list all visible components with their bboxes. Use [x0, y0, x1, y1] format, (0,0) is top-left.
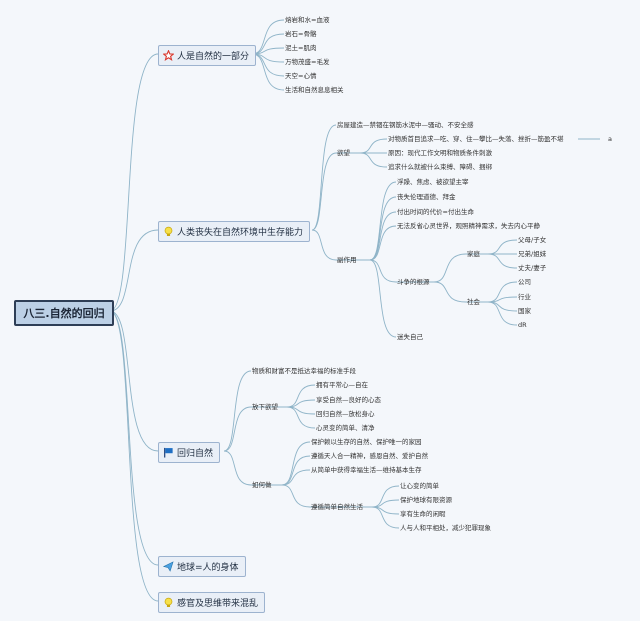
branch-return-to-nature[interactable]: 回归自然	[158, 442, 221, 463]
paper-plane-icon	[162, 561, 174, 572]
leaf-item[interactable]: 无法反省心灵世界，观照精神需求，失去内心平静	[397, 222, 540, 230]
connector-line	[109, 310, 159, 452]
connector-line	[223, 370, 252, 452]
connector-line	[371, 485, 400, 508]
leaf-item[interactable]: 万物茂盛=毛发	[285, 58, 330, 66]
lightbulb-icon	[163, 226, 174, 237]
leaf-item[interactable]: 熔岩和水=血液	[285, 16, 330, 24]
leaf-item[interactable]: 浮躁、焦虑、被欲望主宰	[397, 178, 469, 186]
subtopic-family[interactable]: 家庭	[467, 250, 480, 258]
leaf-item[interactable]: 丧失伦理道德、拜金	[397, 193, 456, 201]
subtopic-conflict[interactable]: 斗争的根源	[397, 278, 430, 286]
leaf-item[interactable]: 保护地球有限资源	[400, 496, 452, 504]
leaf-item[interactable]: 享受自然—良好的心态	[316, 396, 381, 404]
connector-line	[311, 229, 337, 261]
connector-line	[251, 53, 285, 77]
branch-earth-body[interactable]: 地球=人的身体	[158, 556, 246, 577]
leaf-item[interactable]: 人与人和平相处，减少犯罪现象	[400, 524, 491, 532]
connector-line	[109, 310, 159, 602]
connector-line	[369, 259, 397, 283]
connector-line	[281, 469, 311, 486]
leaf-item[interactable]: 公司	[518, 278, 531, 286]
connector-line	[223, 406, 252, 452]
leaf-item[interactable]: 对物质首目追求—吃、穿、住—攀比—失落、挫折—筋盈不堪	[388, 135, 564, 143]
connector-line	[109, 53, 159, 312]
connector-line	[433, 253, 467, 283]
leaf-item[interactable]: 丈夫/妻子	[518, 264, 547, 272]
leaf-item[interactable]: 物质和财富不是抵达幸福的标准手段	[252, 367, 356, 375]
leaf-item[interactable]: 追求什么就被什么束缚、障碍、捆绑	[388, 163, 492, 171]
flag-icon	[163, 447, 174, 458]
connector-line	[487, 281, 518, 303]
connector-line	[487, 301, 518, 312]
lightbulb-icon	[163, 597, 174, 608]
connector-line	[251, 19, 285, 55]
leaf-item[interactable]: 从简单中获得幸福生活—维持基本生存	[311, 466, 422, 474]
connector-line	[359, 138, 388, 154]
connector-line	[251, 33, 285, 55]
connector-line	[281, 455, 311, 486]
connector-line	[369, 196, 397, 261]
branch-human-part-of-nature[interactable]: 人是自然的一部分	[158, 45, 257, 66]
subtopic-let-go[interactable]: 放下欲望	[252, 403, 278, 411]
leaf-item[interactable]: 兄弟/姐妹	[518, 250, 547, 258]
branch-label: 回归自然	[177, 449, 214, 459]
branch-senses-confusion[interactable]: 感官及思维带来混乱	[158, 592, 266, 613]
subtopic-society[interactable]: 社会	[467, 298, 480, 306]
connector-line	[487, 301, 518, 326]
leaf-item[interactable]: 行业	[518, 293, 531, 301]
leaf-item[interactable]: 遵循天人合一精神，感恩自然、爱护自然	[311, 452, 428, 460]
leaf-item[interactable]: 付出时间的代价=付出生命	[397, 208, 474, 216]
connector-line	[369, 225, 397, 261]
connector-line	[251, 53, 285, 91]
leaf-item[interactable]: 享有生命的闲暇	[400, 510, 446, 518]
connector-line	[369, 181, 397, 261]
root-node[interactable]: 八三.自然的回归	[14, 300, 114, 326]
connector-line	[286, 384, 316, 408]
connector-line	[286, 406, 316, 429]
subtopic-simple-life[interactable]: 遵循简单自然生活	[311, 503, 363, 511]
leaf-item[interactable]: 心灵变的简单、清净	[316, 424, 375, 432]
subtopic-how[interactable]: 如何做	[252, 481, 272, 489]
leaf-item[interactable]: dR	[518, 321, 527, 329]
connector-line	[281, 484, 311, 508]
leaf-item[interactable]: 生活和自然息息相关	[285, 86, 344, 94]
leaf-item[interactable]: a	[608, 135, 612, 143]
leaf-item[interactable]: 迷失自己	[397, 333, 423, 341]
connector-line	[359, 152, 388, 168]
branch-label: 地球=人的身体	[177, 563, 239, 573]
leaf-item[interactable]: 房屋建造—禁锢在钢筋水泥中—骚动、不安全感	[337, 121, 474, 129]
connector-line	[433, 281, 467, 303]
connector-line	[223, 450, 252, 486]
leaf-item[interactable]: 拥有平常心—自在	[316, 381, 368, 389]
leaf-item[interactable]: 岩石=骨骼	[285, 30, 317, 38]
connector-line	[487, 239, 518, 255]
connector-line	[311, 152, 337, 231]
leaf-item[interactable]: 让心变的简单	[400, 482, 439, 490]
connector-line	[371, 506, 400, 529]
leaf-item[interactable]: 泥土=肌肉	[285, 44, 317, 52]
leaf-item[interactable]: 父母/子女	[518, 236, 547, 244]
connector-line	[311, 124, 337, 231]
branch-label: 人类丧失在自然环境中生存能力	[177, 228, 304, 238]
star-icon	[162, 49, 175, 61]
connector-line	[487, 253, 518, 269]
subtopic-side-effect[interactable]: 副作用	[337, 256, 357, 264]
connector-line	[109, 310, 159, 566]
subtopic-desire[interactable]: 欲望	[337, 149, 350, 157]
leaf-item[interactable]: 原因：现代工作文明和物质条件刺激	[388, 149, 492, 157]
leaf-item[interactable]: 国家	[518, 307, 531, 315]
branch-label: 人是自然的一部分	[177, 52, 250, 62]
leaf-item[interactable]: 保护赖以生存的自然、保护唯一的家园	[311, 438, 422, 446]
leaf-item[interactable]: 回归自然—放松身心	[316, 410, 375, 418]
connector-line	[109, 229, 159, 312]
leaf-item[interactable]: 天空=心情	[285, 72, 317, 80]
branch-label: 感官及思维带来混乱	[177, 599, 259, 609]
connector-line	[369, 259, 397, 338]
branch-survival-loss[interactable]: 人类丧失在自然环境中生存能力	[158, 221, 311, 242]
